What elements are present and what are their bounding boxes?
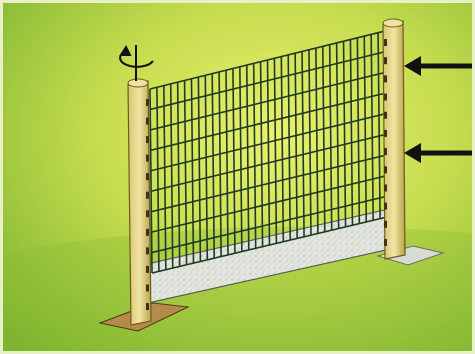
mesh-horizontal-wire <box>150 92 386 152</box>
mesh-vertical-wire <box>183 80 188 265</box>
mesh-vertical-wire <box>356 37 361 224</box>
mesh-horizontal-wire <box>151 216 388 274</box>
mesh-vertical-wire <box>169 83 174 269</box>
mesh-vertical-wire <box>308 49 312 236</box>
post-slot <box>384 111 387 119</box>
post-slot <box>146 99 149 106</box>
post-slot <box>146 303 149 310</box>
post-slot <box>146 265 149 273</box>
post-slot <box>384 93 387 101</box>
mesh-vertical-wire <box>197 77 202 262</box>
post-slot <box>384 239 387 246</box>
mesh-vertical-wire <box>190 78 195 264</box>
mesh-horizontal-wire <box>151 154 387 213</box>
right-fence-post <box>382 18 406 260</box>
mesh-vertical-wire <box>204 75 209 260</box>
post-slot <box>146 228 149 236</box>
mesh-vertical-wire <box>342 41 347 227</box>
mesh-vertical-wire <box>335 42 340 229</box>
post-slot <box>384 220 387 228</box>
mesh-vertical-wire <box>239 66 243 252</box>
mesh-vertical-wire <box>176 82 181 267</box>
mesh-vertical-wire <box>363 36 368 222</box>
mesh-vertical-wire <box>259 61 264 247</box>
mesh-vertical-wire <box>315 48 319 234</box>
mesh-vertical-wire <box>301 51 305 237</box>
mesh-horizontal-wire <box>149 30 386 90</box>
post-slot <box>146 191 149 199</box>
mesh-horizontal-wire <box>150 112 387 172</box>
post-slot <box>146 284 149 292</box>
wire-mesh-panel <box>149 30 388 274</box>
fence-installation-illustration <box>3 3 472 351</box>
post-slot <box>146 247 149 255</box>
mesh-vertical-wire <box>252 63 257 249</box>
post-slot <box>146 136 149 144</box>
mesh-horizontal-wire <box>150 71 386 131</box>
mesh-vertical-wire <box>266 59 271 246</box>
mesh-vertical-wire <box>218 71 222 257</box>
post-slot <box>384 129 387 137</box>
post-slot <box>384 166 387 174</box>
post-slot <box>146 154 149 162</box>
mesh-vertical-wire <box>163 85 167 270</box>
post-slot <box>384 39 387 46</box>
mesh-vertical-wire <box>287 54 292 241</box>
post-slot <box>146 117 149 125</box>
mesh-horizontal-wire <box>150 133 387 192</box>
post-slot <box>384 75 387 83</box>
mesh-vertical-wire <box>245 65 250 250</box>
post-slot <box>384 184 387 192</box>
mesh-vertical-wire <box>156 87 160 272</box>
post-slot <box>146 210 149 218</box>
mesh-horizontal-wire <box>151 195 387 254</box>
post-slot <box>384 148 387 156</box>
mesh-vertical-wire <box>225 70 229 255</box>
mesh-horizontal-wire <box>151 174 387 233</box>
mesh-horizontal-wire <box>150 50 386 111</box>
mesh-vertical-wire <box>328 44 333 231</box>
left-fence-post <box>127 78 152 326</box>
upper-pointer-arrow-icon <box>404 56 472 76</box>
mesh-vertical-wire <box>321 46 326 232</box>
mesh-vertical-wire <box>273 58 278 244</box>
mesh-vertical-wire <box>377 32 381 219</box>
rotation-arrow-icon <box>119 44 154 81</box>
mesh-vertical-wire <box>349 39 354 226</box>
post-slot <box>384 202 387 210</box>
mesh-vertical-wire <box>280 56 285 242</box>
post-slot <box>384 57 387 65</box>
lower-pointer-arrow-icon <box>404 143 472 163</box>
mesh-vertical-wire <box>149 88 153 274</box>
mesh-vertical-wire <box>211 73 216 259</box>
mesh-vertical-wire <box>294 53 298 239</box>
mesh-vertical-wire <box>370 34 374 221</box>
post-slot <box>146 173 149 181</box>
mesh-vertical-wire <box>232 68 236 254</box>
